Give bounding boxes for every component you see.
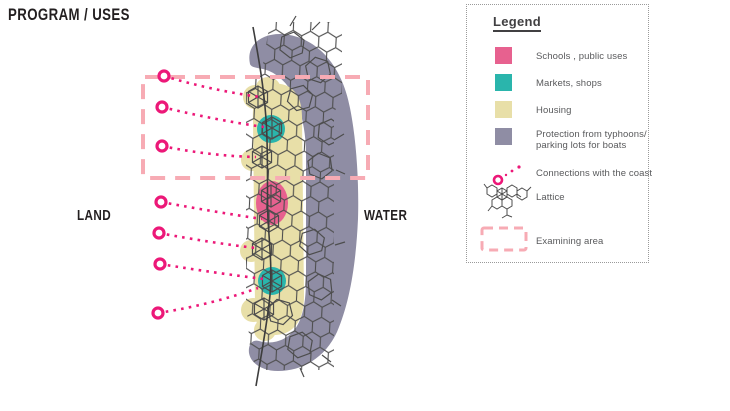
connection-nodes (151, 69, 171, 320)
connection-line (163, 74, 261, 99)
connection-node (153, 257, 167, 271)
protection-swatch (495, 128, 512, 145)
connection-node (154, 195, 168, 209)
legend-item-label: parking lots for boats (536, 140, 627, 151)
connection-node (152, 226, 166, 240)
examining-area-icon (480, 226, 528, 252)
lattice-icon (483, 183, 532, 219)
legend-item-label: Lattice (536, 192, 565, 203)
connection-node (155, 139, 169, 153)
page-title: PROGRAM / USES (8, 5, 130, 24)
legend-item-label: Connections with the coast (536, 168, 653, 179)
land-label: LAND (77, 207, 112, 224)
legend-panel: Legend Schools , public uses Markets, sh… (466, 4, 653, 263)
legend-title: Legend (493, 14, 542, 32)
connection-line (161, 144, 257, 159)
coast-line (252, 26, 272, 387)
legend-item-label: Housing (536, 105, 572, 116)
water-label: WATER (364, 207, 408, 224)
connection-node (151, 306, 165, 320)
legend-item-label: Markets, shops (536, 78, 602, 89)
connection-icon (492, 165, 521, 186)
lattice-twigs (289, 15, 346, 378)
connection-line (159, 262, 265, 281)
examining-area-rect (141, 75, 370, 180)
legend-item-label: Protection from typhoons/ (536, 129, 647, 140)
connection-node (155, 100, 169, 114)
schools-swatch (495, 47, 512, 64)
connection-lines (157, 74, 265, 315)
legend-item-label: Examining area (536, 236, 604, 247)
markets-swatch (495, 74, 512, 91)
connection-node (157, 69, 171, 83)
housing-swatch (495, 101, 512, 118)
legend-item-label: Schools , public uses (536, 51, 628, 62)
